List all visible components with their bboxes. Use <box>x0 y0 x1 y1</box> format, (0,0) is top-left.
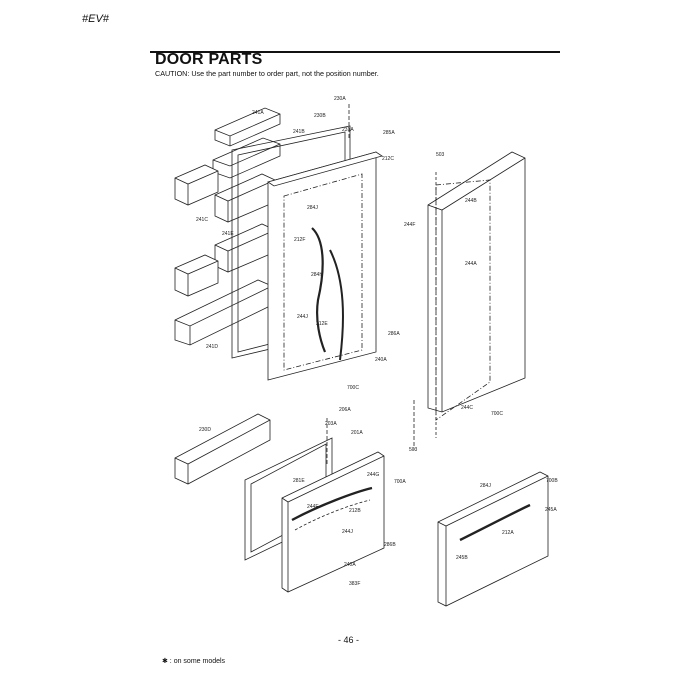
callout-244A: 244A <box>465 261 477 267</box>
callout-203A: 203A <box>325 421 337 427</box>
callout-244F: 244F <box>404 222 415 228</box>
callout-503-top: 503 <box>436 152 445 158</box>
callout-700B: 700B <box>546 478 558 484</box>
callout-244B: 244B <box>465 198 477 204</box>
leader-lines <box>326 104 415 465</box>
callout-700C: 700C <box>347 385 359 391</box>
callout-244E: 244E <box>307 504 319 510</box>
callout-241C: 241C <box>196 217 208 223</box>
left-door-panel <box>267 151 383 381</box>
callout-700C-right: 700C <box>491 411 503 417</box>
callout-212E: 212E <box>316 321 328 327</box>
callout-244J: 244J <box>297 314 308 320</box>
callout-284H: 284H <box>311 272 323 278</box>
callout-503-bottom: 503 <box>409 447 418 453</box>
callout-281E: 281E <box>293 478 305 484</box>
callout-241E: 241E <box>222 231 234 237</box>
callout-206A: 206A <box>339 407 351 413</box>
callout-230D: 230D <box>199 427 211 433</box>
freezer-bin-230D <box>174 413 271 485</box>
door-bin-241C <box>174 164 219 206</box>
door-bin-241B <box>214 107 281 147</box>
callout-241D: 241D <box>206 344 218 350</box>
callout-286B: 286B <box>384 542 396 548</box>
callout-383F: 383F <box>349 581 360 587</box>
model-tag: #EV# <box>82 13 109 25</box>
callout-284J: 284J <box>307 205 318 211</box>
page-title: DOOR PARTS <box>155 51 263 68</box>
page-number: - 46 - <box>338 635 360 645</box>
callout-241B: 241B <box>293 129 305 135</box>
door-bin-241C-lower <box>174 254 219 297</box>
callout-700A: 700A <box>394 479 406 485</box>
callout-244J-freezer: 244J <box>342 529 353 535</box>
callout-285A: 285A <box>383 130 395 136</box>
footnote: ✱ : on some models <box>162 658 226 665</box>
drawer-front-panel <box>437 471 549 607</box>
callout-241A: 241A <box>252 110 264 116</box>
callout-212C: 212C <box>382 156 394 162</box>
callout-212F: 212F <box>294 237 305 243</box>
callout-284J-drawer: 284J <box>480 483 491 489</box>
freezer-door-panel <box>281 451 385 593</box>
right-door-panel <box>427 151 526 438</box>
callout-244G: 244G <box>367 472 379 478</box>
door-bin-241A <box>212 137 281 179</box>
callout-245B: 245B <box>456 555 468 561</box>
callout-212A: 212A <box>502 530 514 536</box>
callout-201A: 201A <box>351 430 363 436</box>
callout-286A: 286A <box>388 331 400 337</box>
callout-244C: 244C <box>461 405 473 411</box>
callout-240A-freezer: 240A <box>344 562 356 568</box>
door-bin-241E-upper <box>214 173 276 223</box>
callout-245A: 245A <box>545 507 557 513</box>
title-rule <box>150 51 560 53</box>
callout-230B: 230B <box>314 113 326 119</box>
callout-240A: 240A <box>375 357 387 363</box>
caution-text: CAUTION: Use the part number to order pa… <box>155 69 379 78</box>
callout-212B: 212B <box>349 508 361 514</box>
callout-231A: 231A <box>342 127 354 133</box>
callout-230A: 230A <box>334 96 346 102</box>
